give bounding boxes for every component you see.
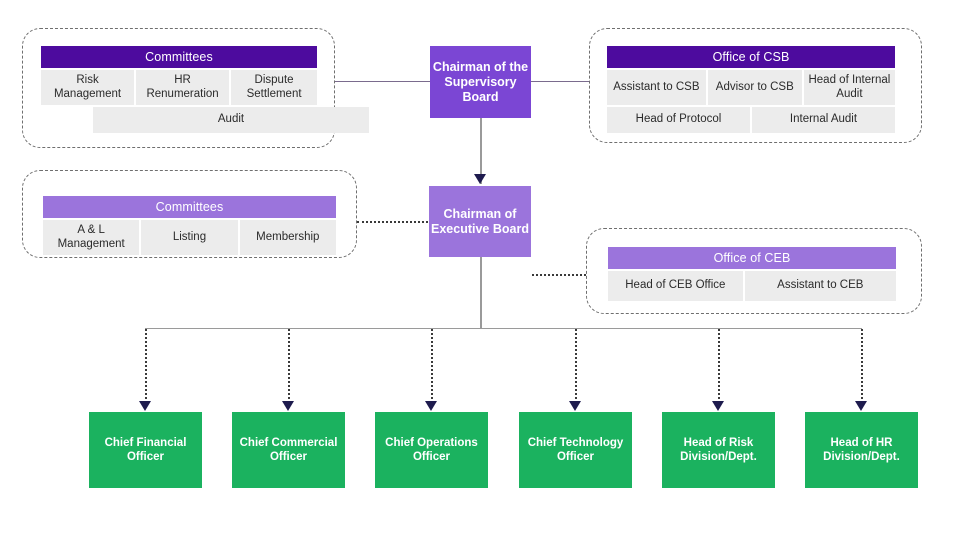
connector-csb-to-office-csb — [531, 81, 591, 82]
panel-header-office-of-csb: Office of CSB — [607, 46, 895, 68]
connector-exec-committees-to-ceb — [357, 221, 428, 223]
cell-audit[interactable]: Audit — [93, 107, 369, 133]
cell-hr-renumeration[interactable]: HR Renumeration — [136, 70, 230, 105]
node-chief-commercial-officer-label: Chief Commercial Officer — [239, 437, 338, 463]
connector-drop-cco — [288, 329, 290, 407]
cell-head-of-ceb-office[interactable]: Head of CEB Office — [608, 271, 743, 301]
office-ceb-row-1: Head of CEB Office Assistant to CEB — [608, 271, 896, 301]
panel-office-of-ceb: Office of CEB Head of CEB Office Assista… — [608, 247, 896, 301]
cell-internal-audit[interactable]: Internal Audit — [752, 107, 895, 133]
node-chief-technology-officer-label: Chief Technology Officer — [527, 437, 624, 463]
panel-office-of-csb: Office of CSB Assistant to CSB Advisor t… — [607, 46, 895, 133]
committees-executive-row-1: A & L Management Listing Membership — [43, 220, 336, 255]
node-chief-technology-officer[interactable]: Chief Technology Officer — [519, 412, 632, 488]
committees-supervisory-row-1: Risk Management HR Renumeration Dispute … — [41, 70, 318, 105]
office-csb-row-1: Assistant to CSB Advisor to CSB Head of … — [607, 70, 895, 105]
panel-supervisory-committees: Committees Risk Management HR Renumerati… — [41, 46, 369, 133]
cell-dispute-settlement[interactable]: Dispute Settlement — [231, 70, 318, 105]
node-head-of-hr-division[interactable]: Head of HR Division/Dept. — [805, 412, 918, 488]
cell-risk-management[interactable]: Risk Management — [41, 70, 135, 105]
connector-executives-bus — [145, 328, 862, 329]
committees-supervisory-row-2: Audit — [41, 107, 421, 133]
connector-drop-risk — [718, 329, 720, 407]
connector-ceb-trunk — [480, 257, 482, 329]
node-chairman-executive-board-label: Chairman of Executive Board — [431, 206, 529, 236]
cell-advisor-to-csb[interactable]: Advisor to CSB — [707, 70, 802, 105]
connector-drop-cfo — [145, 329, 147, 407]
connector-committees-to-csb — [335, 81, 430, 82]
panel-executive-committees: Committees A & L Management Listing Memb… — [43, 196, 336, 255]
cell-assistant-to-csb[interactable]: Assistant to CSB — [607, 70, 706, 105]
cell-al-management[interactable]: A & L Management — [43, 220, 140, 255]
panel-header-office-of-ceb: Office of CEB — [608, 247, 896, 269]
node-head-of-risk-division[interactable]: Head of Risk Division/Dept. — [662, 412, 775, 488]
connector-ceb-to-office-ceb — [532, 274, 610, 276]
node-chairman-supervisory-board-label: Chairman of the Supervisory Board — [432, 59, 529, 104]
node-chief-operations-officer[interactable]: Chief Operations Officer — [375, 412, 488, 488]
cell-listing[interactable]: Listing — [141, 220, 238, 255]
office-csb-row-2: Head of Protocol Internal Audit — [607, 107, 895, 133]
connector-drop-cto — [575, 329, 577, 407]
node-chief-operations-officer-label: Chief Operations Officer — [385, 437, 478, 463]
panel-header-committees-executive: Committees — [43, 196, 336, 218]
node-head-of-risk-division-label: Head of Risk Division/Dept. — [680, 437, 757, 463]
node-chief-financial-officer[interactable]: Chief Financial Officer — [89, 412, 202, 488]
cell-head-of-protocol[interactable]: Head of Protocol — [607, 107, 750, 133]
node-chief-financial-officer-label: Chief Financial Officer — [104, 437, 187, 463]
panel-header-committees-supervisory: Committees — [41, 46, 317, 68]
connector-csb-to-ceb — [480, 118, 482, 184]
node-chairman-executive-board[interactable]: Chairman of Executive Board — [429, 186, 531, 257]
cell-assistant-to-ceb[interactable]: Assistant to CEB — [744, 271, 896, 301]
node-chief-commercial-officer[interactable]: Chief Commercial Officer — [232, 412, 345, 488]
node-head-of-hr-division-label: Head of HR Division/Dept. — [823, 437, 900, 463]
connector-drop-hr — [861, 329, 863, 407]
cell-head-of-internal-audit[interactable]: Head of Internal Audit — [803, 70, 895, 105]
node-chairman-supervisory-board[interactable]: Chairman of the Supervisory Board — [430, 46, 531, 118]
cell-membership[interactable]: Membership — [239, 220, 336, 255]
connector-drop-coo — [431, 329, 433, 407]
